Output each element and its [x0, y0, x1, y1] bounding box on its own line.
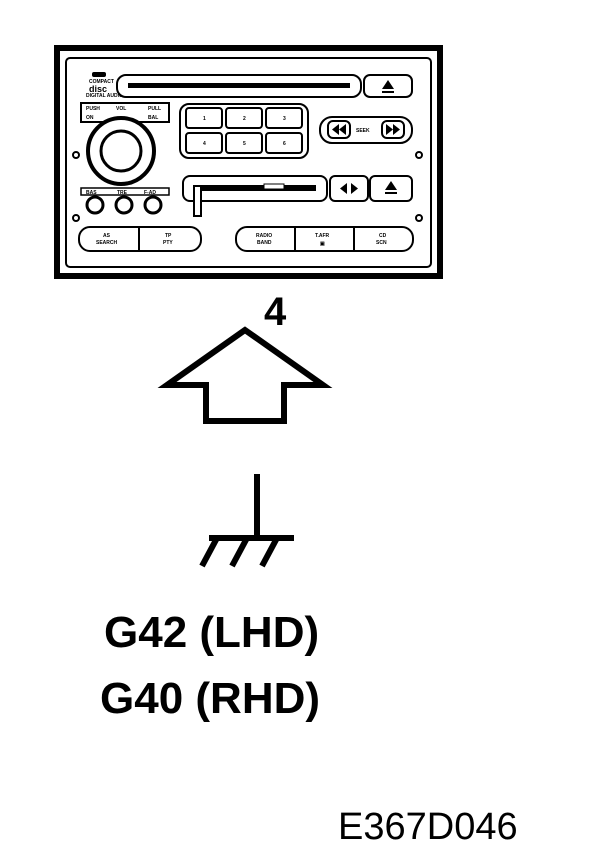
preset-button-4[interactable]: 4 [185, 132, 223, 154]
bottom-right-button-group: RADIO BAND T.AFR ▣ CD SCN [235, 226, 414, 252]
fast-forward-icon [386, 124, 400, 135]
bottom-left-button-group: AS SEARCH TP PTY [78, 226, 202, 252]
knob-label-bas: BAS [86, 190, 97, 196]
tp-pty-button[interactable]: TP PTY [163, 233, 173, 246]
svg-text:4: 4 [203, 141, 206, 147]
knob-label-vol: VOL [116, 106, 126, 112]
seek-rocker: SEEK [319, 116, 423, 159]
svg-text:3: 3 [283, 116, 286, 122]
svg-text:5: 5 [243, 141, 246, 147]
ground-point-rhd-label: G40 (RHD) [100, 674, 321, 723]
knob-label-bal: BAL [148, 115, 158, 121]
preset-button-2[interactable]: 2 [225, 107, 263, 129]
cd-slot-area [116, 74, 362, 98]
svg-text:PTY: PTY [163, 240, 173, 246]
preset-button-6[interactable]: 6 [265, 132, 303, 154]
cd-logo: COMPACT disc DIGITAL AUDIO [86, 72, 123, 99]
bass-knob[interactable] [85, 195, 105, 215]
knob-label-push: PUSH [86, 106, 100, 112]
seek-back-button[interactable] [327, 120, 351, 139]
ground-point-lhd-label: G42 (LHD) [104, 608, 320, 657]
svg-text:SEARCH: SEARCH [96, 240, 118, 246]
as-search-button[interactable]: AS SEARCH [96, 233, 118, 246]
tone-knob-cluster: BAS TRE F-AD [72, 187, 423, 222]
screw-right-lower [415, 214, 423, 222]
cd-logo-bottom: DIGITAL AUDIO [86, 93, 123, 99]
svg-text:TP: TP [165, 233, 172, 239]
cassette-deck [182, 175, 328, 217]
svg-text:1: 1 [203, 116, 206, 122]
cd-eject-button[interactable] [363, 74, 413, 98]
fader-knob[interactable] [143, 195, 163, 215]
preset-button-3[interactable]: 3 [265, 107, 303, 129]
screw-left-lower [72, 214, 80, 222]
eject-icon [382, 80, 394, 93]
pin-number-label: 4 [264, 290, 287, 334]
cassette-slot[interactable] [194, 185, 316, 191]
tafr-button[interactable]: T.AFR ▣ [315, 233, 330, 247]
cd-slot[interactable] [128, 83, 350, 88]
eject-icon [385, 181, 397, 194]
preset-button-1[interactable]: 1 [185, 107, 223, 129]
svg-text:AS: AS [103, 233, 111, 239]
svg-text:2: 2 [243, 116, 246, 122]
svg-text:▣: ▣ [320, 241, 325, 247]
knob-label-on: ON [86, 115, 94, 121]
cd-scan-button[interactable]: CD SCN [376, 233, 387, 246]
knob-label-fad: F-AD [144, 190, 156, 196]
rewind-icon [332, 124, 346, 135]
svg-text:BAND: BAND [257, 240, 272, 246]
preset-button-group: 1 2 3 4 5 6 [179, 103, 309, 159]
svg-text:6: 6 [283, 141, 286, 147]
cd-logo-main: disc [89, 84, 107, 94]
up-arrow-icon [157, 326, 333, 424]
radio-head-unit: COMPACT disc DIGITAL AUDIO PUSH VOL PULL… [54, 45, 443, 279]
cd-logo-top: COMPACT [89, 79, 114, 85]
figure-code-label: E367D046 [338, 806, 518, 848]
svg-text:CD: CD [379, 233, 387, 239]
volume-knob-cluster: PUSH VOL PULL ON BAL [72, 102, 170, 186]
treble-knob[interactable] [114, 195, 134, 215]
volume-knob[interactable] [86, 116, 156, 186]
knob-label-pull: PULL [148, 106, 161, 112]
screw-right-upper [415, 151, 423, 159]
preset-button-5[interactable]: 5 [225, 132, 263, 154]
radio-band-button[interactable]: RADIO BAND [256, 233, 272, 246]
tape-eject-button[interactable] [369, 175, 413, 202]
seek-forward-button[interactable] [381, 120, 405, 139]
seek-label: SEEK [356, 128, 370, 134]
screw-left-upper [72, 151, 80, 159]
knob-label-tre: TRE [117, 190, 128, 196]
svg-text:SCN: SCN [376, 240, 387, 246]
svg-text:T.AFR: T.AFR [315, 233, 330, 239]
ground-symbol-icon [199, 474, 294, 568]
tape-direction-button[interactable] [329, 175, 369, 202]
direction-arrows-icon [340, 183, 358, 194]
svg-text:RADIO: RADIO [256, 233, 272, 239]
